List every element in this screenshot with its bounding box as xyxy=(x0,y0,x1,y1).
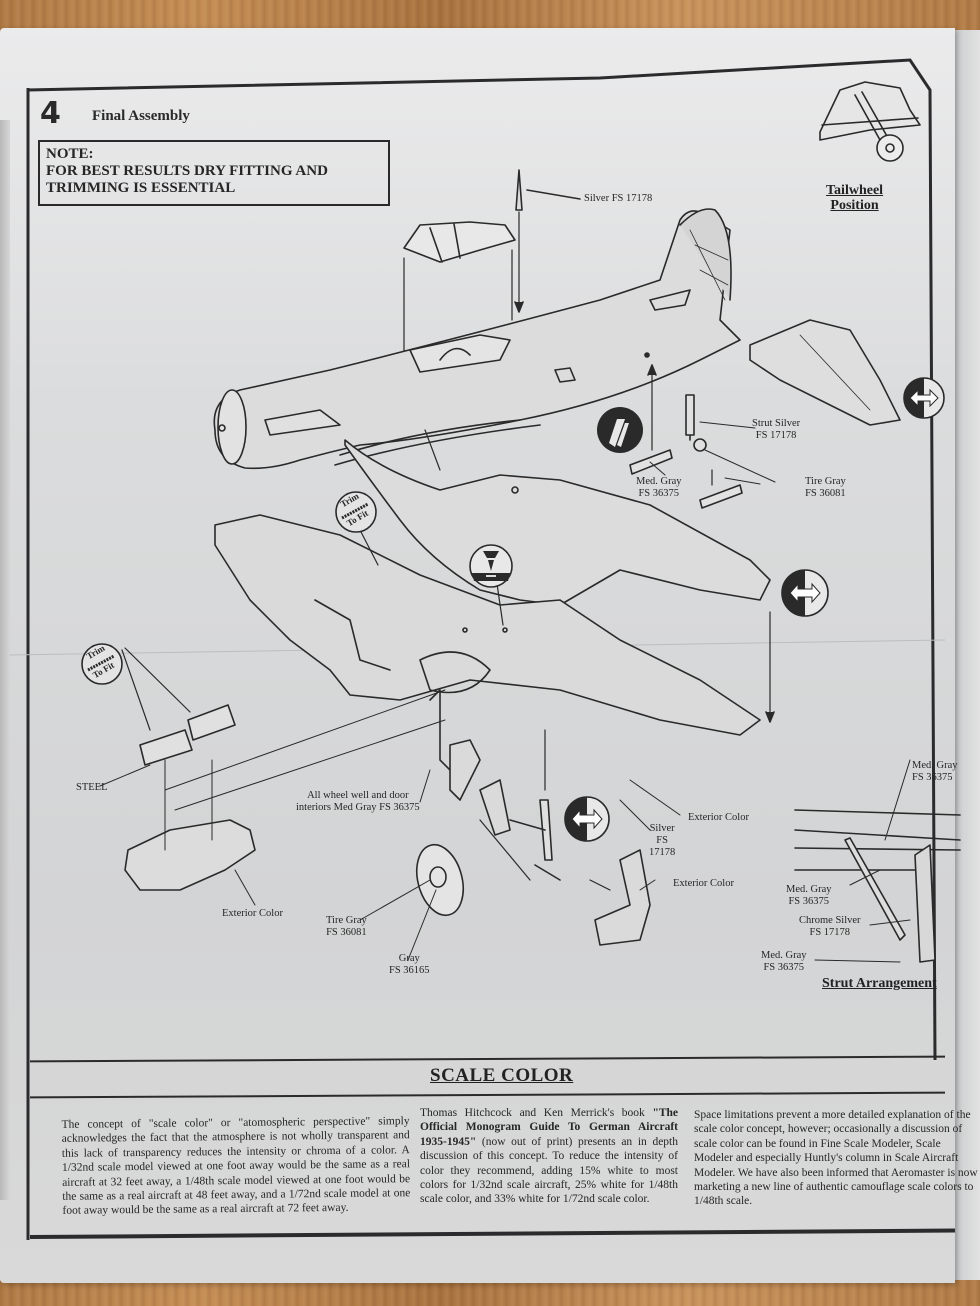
note-heading: NOTE: xyxy=(46,146,94,162)
assembly-diagram xyxy=(99,81,961,963)
step-title: Final Assembly xyxy=(92,108,190,124)
tail-strut-color-label: Strut Silver FS 17178 xyxy=(752,418,800,442)
note-line-2: TRIMMING IS ESSENTIAL xyxy=(46,180,236,196)
tailwheel-assembly xyxy=(629,364,776,509)
wing-lower xyxy=(214,514,761,736)
label-line: FS 36081 xyxy=(805,488,846,499)
label-line: FS 36375 xyxy=(638,488,680,499)
note-box: NOTE: FOR BEST RESULTS DRY FITTING AND T… xyxy=(38,140,390,206)
tail-door-color-label: Med. Gray FS 36375 xyxy=(636,476,682,500)
label-line: FS 36081 xyxy=(326,927,367,938)
strut-arrangement-inset xyxy=(794,759,961,963)
label-line: 17178 xyxy=(649,847,676,858)
strut-arrangement-caption: Strut Arrangement xyxy=(822,976,937,991)
column-2-body: (now out of print) presents an in depth … xyxy=(420,1135,678,1206)
tailwheel-inset-drawing xyxy=(819,81,921,162)
antenna-color-label: Silver FS 17178 xyxy=(584,193,653,204)
label-line: Med. Gray xyxy=(912,760,958,771)
label-line: FS 17178 xyxy=(809,927,851,938)
turn-over-arrow-icon xyxy=(564,796,610,842)
pitot-color-label: Silver FS 17178 xyxy=(649,823,675,859)
antenna-mast xyxy=(514,169,581,313)
column-2-intro: Thomas Hitchcock and Ken Merrick's book xyxy=(420,1107,653,1119)
paint-detail-symbol-icon xyxy=(597,407,643,453)
label-line: Chrome Silver xyxy=(799,915,861,926)
exterior-color-label: Exterior Color xyxy=(688,812,749,823)
book-title: "The Official Monogram Guide To German A… xyxy=(420,1107,678,1148)
label-line: Strut Silver xyxy=(752,418,801,429)
sheet-fold-edge xyxy=(0,120,10,1200)
label-line: Med. Gray xyxy=(636,476,682,487)
exterior-color-label: Exterior Color xyxy=(222,908,283,919)
label-line: FS 17178 xyxy=(755,430,797,441)
wheel-well-color-label: All wheel well and door interiors Med Gr… xyxy=(296,790,420,814)
wheel-hub-color-label: Gray FS 36165 xyxy=(389,953,430,977)
horizontal-stabilizer xyxy=(749,319,901,426)
note-line-1: FOR BEST RESULTS DRY FITTING AND xyxy=(46,163,328,179)
strut-label-axle: Med. Gray FS 36375 xyxy=(761,950,807,974)
label-line: Gray xyxy=(398,953,420,964)
label-line: All wheel well and door xyxy=(307,790,409,801)
label-line: Med. Gray xyxy=(786,884,832,895)
label-line: FS 36165 xyxy=(389,965,430,976)
tailwheel-caption-line-1: Tailwheel xyxy=(826,183,884,198)
label-line: FS xyxy=(656,835,668,846)
exterior-color-label: Exterior Color xyxy=(673,878,734,889)
trim-to-fit-icon xyxy=(335,491,377,533)
label-line: interiors Med Gray FS 36375 xyxy=(296,802,420,813)
scale-color-column-1: The concept of "scale color" or "atomosp… xyxy=(61,1115,411,1218)
wheel-well-insert xyxy=(124,689,446,906)
label-line: Silver xyxy=(649,823,675,834)
label-line: FS 36375 xyxy=(912,772,953,783)
label-line: FS 36375 xyxy=(788,896,830,907)
strut-label-top: Med. Gray FS 36375 xyxy=(912,760,958,784)
label-line: Tire Gray xyxy=(326,915,367,926)
tailwheel-position-caption: Tailwheel Position xyxy=(826,183,883,213)
main-tire-color-label: Tire Gray FS 36081 xyxy=(326,915,367,939)
strut-label-oleo: Chrome Silver FS 17178 xyxy=(799,915,861,939)
scale-color-column-2: Thomas Hitchcock and Ken Merrick's book … xyxy=(420,1106,678,1207)
label-line: FS 36375 xyxy=(763,962,805,973)
label-line: Tire Gray xyxy=(805,476,846,487)
scale-color-column-3: Space limitations prevent a more detaile… xyxy=(694,1109,978,1208)
step-number: 4 xyxy=(40,96,61,131)
cement-symbol-icon xyxy=(469,544,513,588)
tail-tire-color-label: Tire Gray FS 36081 xyxy=(805,476,846,500)
tailwheel-caption-line-2: Position xyxy=(830,198,879,213)
main-gear-parts xyxy=(415,689,681,946)
steel-label: STEEL xyxy=(76,782,108,793)
canopy xyxy=(403,221,516,356)
label-line: Med. Gray xyxy=(761,950,807,961)
trim-to-fit-icon xyxy=(81,643,123,685)
scale-color-heading: SCALE COLOR xyxy=(430,1065,574,1086)
fuselage xyxy=(213,208,741,470)
gear-door-parts xyxy=(99,647,236,787)
strut-label-brace: Med. Gray FS 36375 xyxy=(786,884,832,908)
turn-over-arrow-icon xyxy=(903,377,945,419)
wing-upper-right xyxy=(344,439,771,606)
turn-over-arrow-icon xyxy=(781,569,829,617)
